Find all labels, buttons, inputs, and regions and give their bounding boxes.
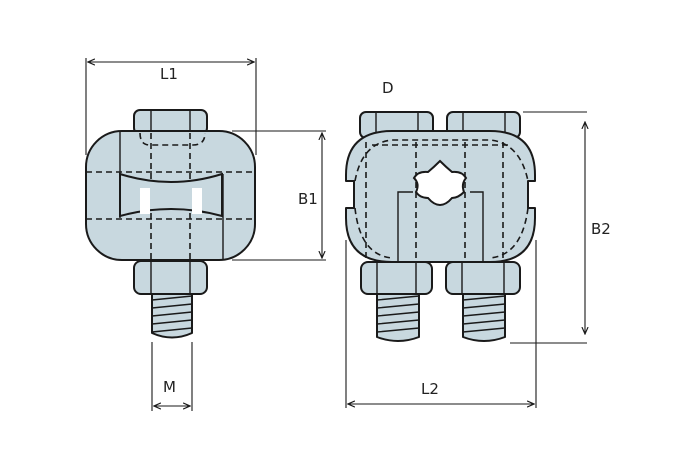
side-view: L1 B1 M <box>85 58 326 411</box>
star-rope-hole <box>412 159 468 207</box>
bolt-thread <box>151 293 193 339</box>
front-view: D B2 L2 <box>345 79 611 408</box>
top-nut <box>133 109 208 135</box>
dim-label-d: D <box>382 79 394 97</box>
bolt-threads <box>376 293 506 342</box>
dim-label-l1: L1 <box>160 65 178 83</box>
dim-label-l2: L2 <box>421 380 439 398</box>
dim-label-b2: B2 <box>591 220 611 238</box>
dim-label-b1: B1 <box>298 190 318 208</box>
dim-label-m: M <box>163 378 176 396</box>
bottom-nut <box>133 260 208 295</box>
bottom-nuts <box>360 261 521 295</box>
